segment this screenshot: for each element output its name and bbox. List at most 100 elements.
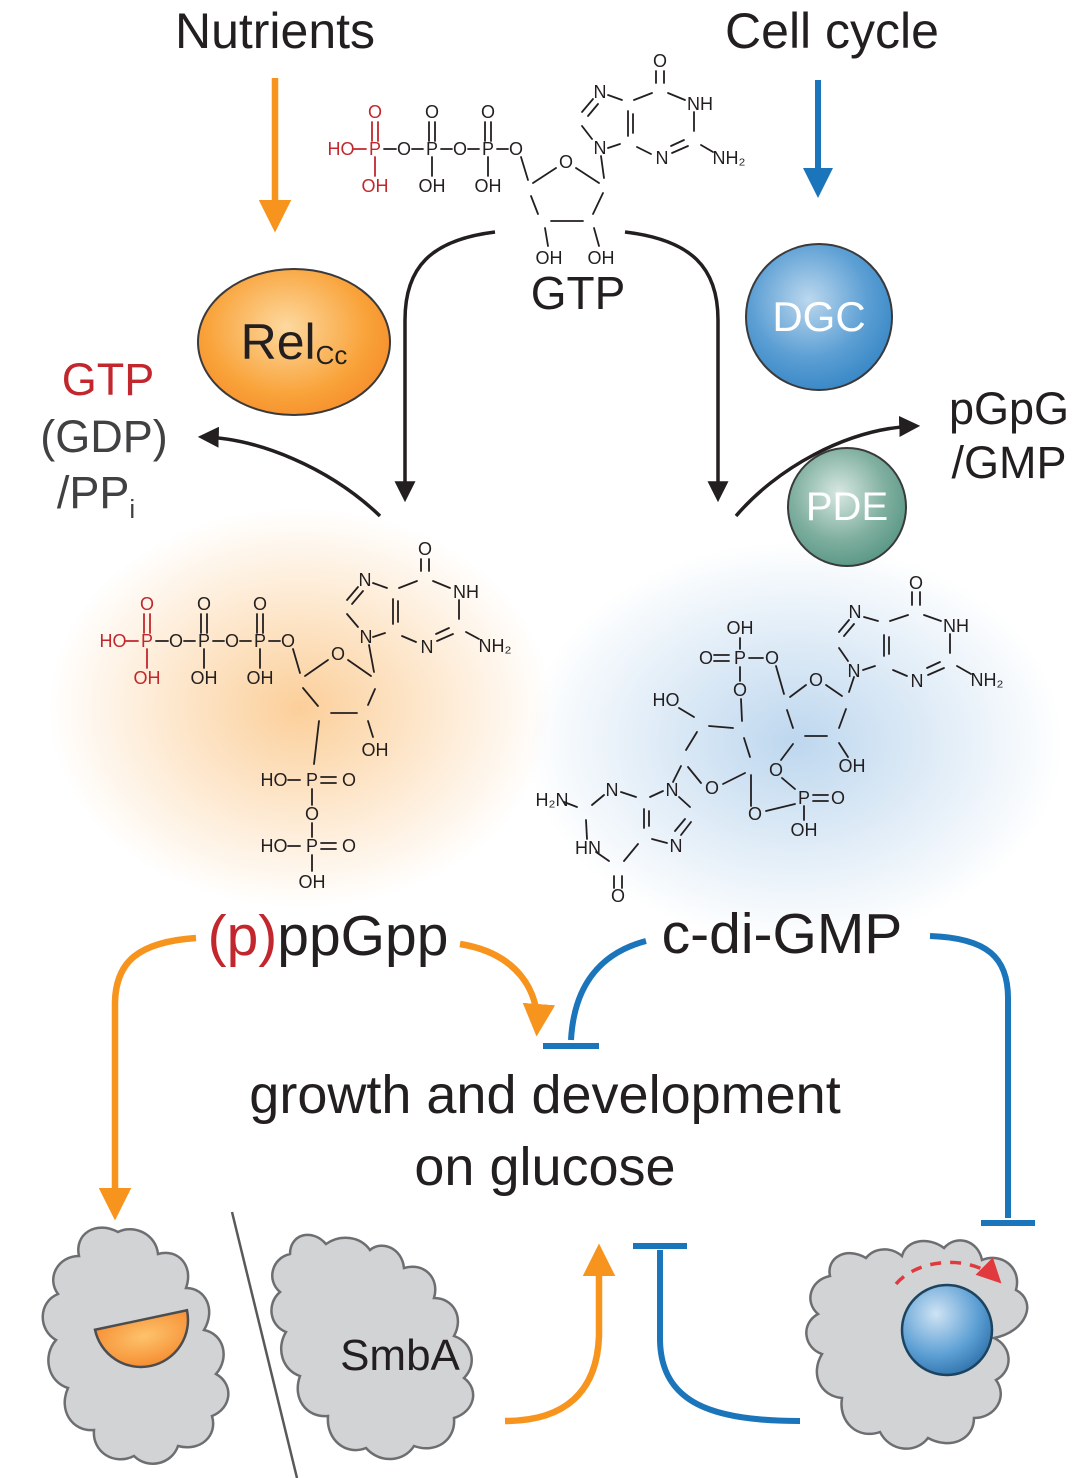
svg-text:OH: OH [299, 872, 326, 892]
node-dgc-enzyme: DGC [745, 243, 893, 391]
svg-text:O: O [418, 539, 432, 559]
svg-text:O: O [769, 760, 783, 780]
node-pde-enzyme: PDE [787, 447, 907, 567]
svg-text:O: O [509, 139, 523, 159]
inhibition-line-cdigmp-effector [929, 933, 1011, 1218]
label-product-gmp: /GMP [951, 437, 1067, 488]
label-ppgpp: (p)ppGpp [207, 904, 449, 968]
svg-text:P: P [198, 631, 210, 651]
cdigmp-ligand-ball [900, 1283, 994, 1377]
label-product-gtp: GTP [61, 354, 155, 405]
svg-text:N: N [656, 148, 669, 168]
svg-text:OH: OH [839, 756, 866, 776]
svg-text:H₂N: H₂N [536, 790, 569, 810]
svg-text:O: O [397, 139, 411, 159]
svg-text:O: O [733, 680, 747, 700]
svg-text:OH: OH [791, 820, 818, 840]
svg-text:NH₂: NH₂ [479, 636, 512, 656]
svg-text:O: O [705, 778, 719, 798]
svg-text:O: O [559, 152, 573, 172]
svg-text:O: O [425, 102, 439, 122]
svg-text:HO: HO [261, 836, 288, 856]
separator-line [230, 1211, 299, 1478]
svg-text:N: N [670, 836, 683, 856]
label-product-gdp: (GDP) [40, 411, 168, 462]
svg-text:O: O [699, 648, 713, 668]
svg-text:OH: OH [191, 668, 218, 688]
svg-text:N: N [360, 627, 373, 647]
ppgpp-binding-site-halfdisc [93, 1308, 190, 1369]
svg-text:O: O [342, 836, 356, 856]
svg-text:O: O [331, 644, 345, 664]
svg-text:O: O [809, 670, 823, 690]
svg-text:O: O [368, 102, 382, 122]
label-growth-line2: on glucose [414, 1137, 676, 1197]
svg-text:P: P [798, 788, 810, 808]
svg-text:NH: NH [453, 582, 479, 602]
label-growth-line1: growth and development [249, 1065, 841, 1125]
svg-text:OH: OH [475, 176, 502, 196]
svg-text:O: O [225, 631, 239, 651]
smba-blob [270, 1233, 475, 1461]
ppgpp-glow [48, 508, 552, 908]
label-cdigmp: c-di-GMP [661, 902, 903, 966]
svg-text:O: O [197, 594, 211, 614]
svg-text:O: O [281, 631, 295, 651]
svg-text:OH: OH [727, 618, 754, 638]
arrow-relcc-products [197, 426, 382, 518]
svg-text:HO: HO [261, 770, 288, 790]
svg-text:O: O [611, 886, 625, 906]
inhibition-line-cdigmp-growth [568, 938, 647, 1041]
svg-text:O: O [909, 573, 923, 593]
svg-text:OH: OH [588, 248, 615, 268]
svg-text:P: P [426, 139, 438, 159]
svg-text:HN: HN [575, 838, 601, 858]
svg-text:OH: OH [362, 176, 389, 196]
svg-text:OH: OH [247, 668, 274, 688]
svg-text:OH: OH [362, 740, 389, 760]
svg-text:N: N [911, 671, 924, 691]
svg-text:O: O [140, 594, 154, 614]
cdigmp-glow [527, 542, 1063, 942]
svg-text:NH: NH [687, 94, 713, 114]
svg-text:NH: NH [943, 616, 969, 636]
svg-text:P: P [306, 836, 318, 856]
bottom-proteins [41, 1211, 1029, 1478]
svg-text:O: O [453, 139, 467, 159]
svg-text:O: O [653, 51, 667, 71]
svg-text:N: N [594, 82, 607, 102]
svg-text:N: N [848, 661, 861, 681]
svg-text:OH: OH [134, 668, 161, 688]
svg-text:P: P [254, 631, 266, 651]
svg-text:P: P [734, 648, 746, 668]
svg-text:OH: OH [419, 176, 446, 196]
svg-text:O: O [305, 804, 319, 824]
svg-text:HO: HO [100, 631, 127, 651]
svg-text:O: O [765, 648, 779, 668]
arrow-pde-products [734, 415, 921, 518]
svg-text:N: N [594, 138, 607, 158]
inhibition-line-bottom-growth [657, 1250, 801, 1424]
svg-text:P: P [369, 139, 381, 159]
arrow-gtp-to-cdigmp [624, 230, 729, 503]
arrow-gtp-to-ppgpp [394, 230, 496, 503]
svg-text:P: P [482, 139, 494, 159]
activation-arrow-ppgpp-ribosome [98, 934, 197, 1221]
svg-text:OH: OH [536, 248, 563, 268]
svg-text:O: O [253, 594, 267, 614]
label-product-ppi: /PPi [56, 467, 136, 524]
label-cell-cycle: Cell cycle [725, 3, 939, 59]
svg-text:P: P [141, 631, 153, 651]
svg-text:N: N [421, 637, 434, 657]
label-gtp-center: GTP [530, 267, 626, 319]
activation-arrow-smba-growth [504, 1243, 616, 1425]
svg-text:O: O [169, 631, 183, 651]
arrows [98, 78, 1035, 1425]
label-product-pgpg: pGpG [948, 383, 1070, 434]
